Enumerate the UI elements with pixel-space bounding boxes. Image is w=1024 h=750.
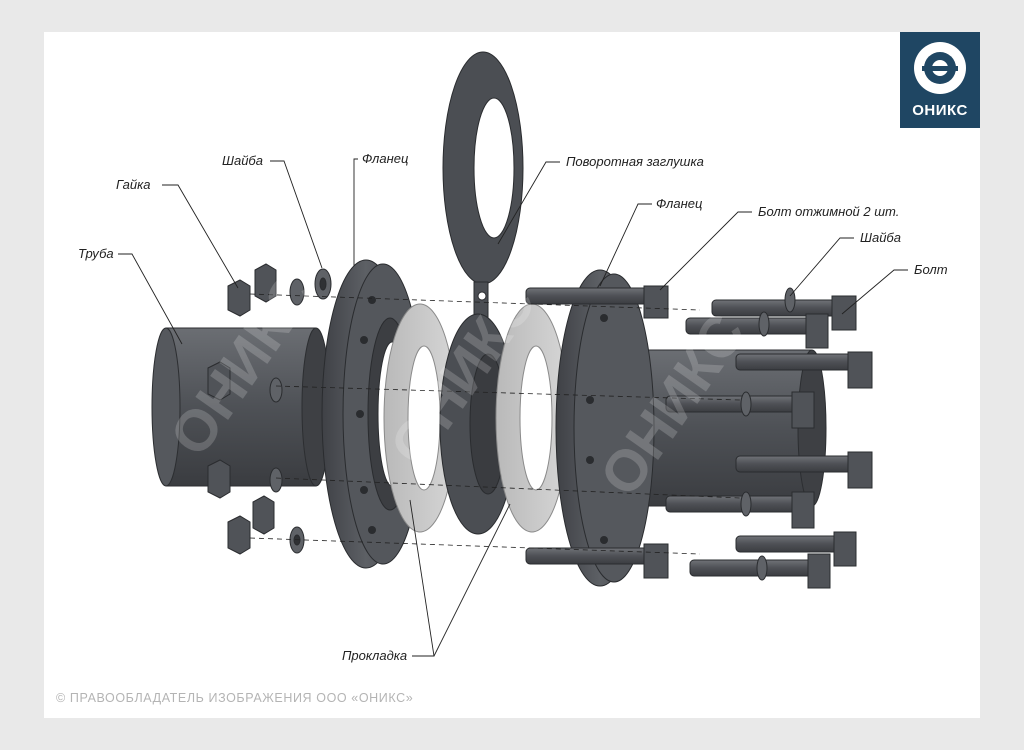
label-bolt: Болт [914, 262, 948, 277]
gasket-left [383, 303, 457, 533]
onyx-logo-icon [914, 42, 966, 94]
label-jack-bolt: Болт отжимной 2 шт. [758, 204, 899, 219]
leader-lines [118, 158, 908, 657]
brand-name: ОНИКС [912, 102, 968, 119]
label-washer-right: Шайба [860, 230, 901, 245]
nut-group-left [207, 263, 332, 555]
rotary-plug [439, 51, 524, 535]
label-flange-right: Фланец [656, 196, 702, 211]
copyright-text: © ПРАВООБЛАДАТЕЛЬ ИЗОБРАЖЕНИЯ ООО «ОНИКС… [56, 691, 414, 705]
labels: Труба Гайка Шайба Фланец Поворотная загл… [78, 151, 948, 663]
gasket-right [495, 303, 569, 533]
label-rotary-plug: Поворотная заглушка [566, 154, 704, 169]
alignment-lines [249, 293, 741, 555]
brand-logo: ОНИКС [900, 32, 980, 128]
flange-right [555, 269, 827, 587]
label-washer-left: Шайба [222, 153, 263, 168]
bolt-group-right [525, 285, 873, 589]
label-pipe: Труба [78, 246, 114, 261]
label-flange-left: Фланец [362, 151, 408, 166]
label-gasket: Прокладка [342, 648, 407, 663]
label-nut: Гайка [116, 177, 150, 192]
